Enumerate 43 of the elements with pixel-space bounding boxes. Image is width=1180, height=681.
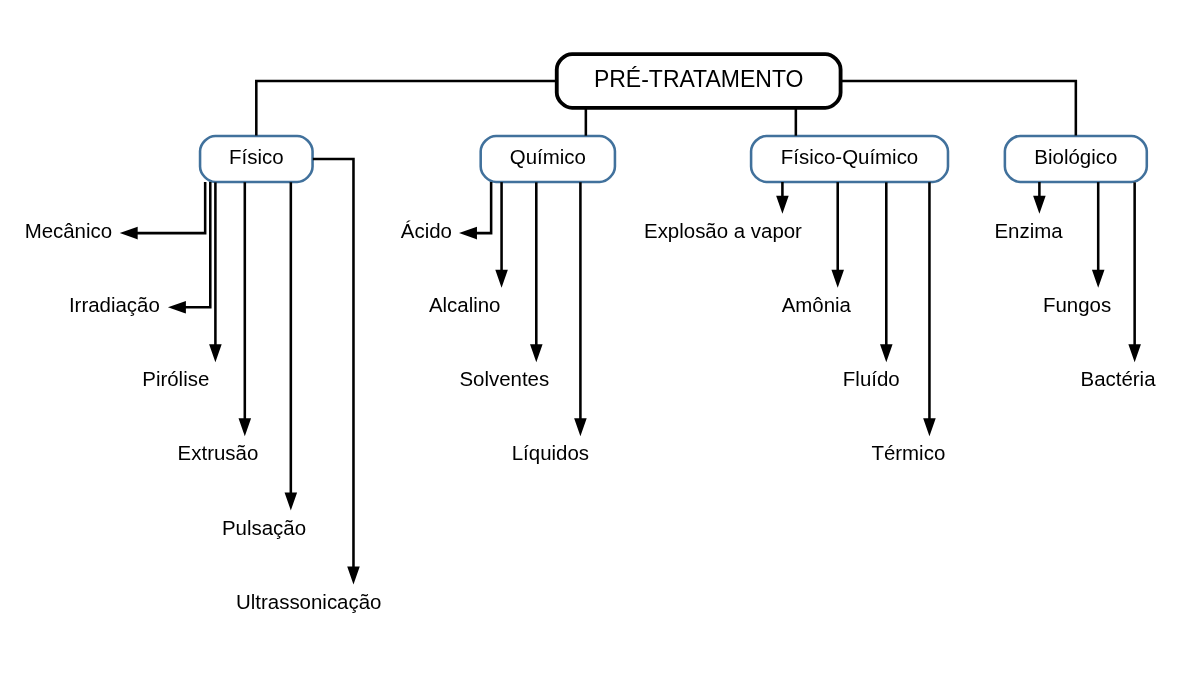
node-text: Extrusão [177, 441, 259, 465]
connector [255, 79, 557, 136]
arrow [119, 182, 207, 240]
arrow [574, 182, 587, 437]
arrow [459, 182, 493, 240]
arrow [495, 182, 508, 288]
arrow [1033, 182, 1046, 214]
node-text: Fluído [842, 367, 900, 391]
node-text: Ácido [400, 218, 452, 242]
arrow [1091, 182, 1105, 288]
node-box: Físico [198, 134, 314, 184]
node-text: Pirólise [142, 367, 210, 391]
node-text: Irradiação [68, 293, 160, 317]
node-text: Mecânico [24, 218, 113, 242]
arrow [1128, 182, 1141, 363]
node-box: Físico-Químico [749, 134, 950, 184]
node-text: Bactéria [1080, 367, 1156, 391]
node-text: Ultrassonicação [236, 589, 382, 613]
arrow [167, 182, 212, 314]
node-text: Enzima [994, 218, 1063, 242]
connector [840, 79, 1078, 136]
arrow [238, 182, 252, 437]
arrow [831, 182, 844, 288]
connector [794, 108, 798, 136]
node-text: Térmico [871, 441, 946, 465]
arrow [776, 182, 789, 214]
node-text: Explosão a vapor [644, 218, 802, 242]
node-box: PRÉ-TRATAMENTO [554, 52, 843, 110]
node-text: Pulsação [221, 515, 307, 539]
arrow [209, 182, 222, 363]
arrow [284, 182, 298, 511]
node-box: Biológico [1003, 134, 1149, 184]
arrow [312, 157, 360, 585]
arrow [880, 182, 893, 363]
node-text: Alcalino [428, 293, 501, 317]
arrow [923, 182, 936, 437]
node-box: Químico [479, 134, 617, 184]
node-text: Líquidos [511, 441, 590, 465]
node-text: Solventes [459, 367, 550, 391]
node-text: Amônia [781, 293, 851, 317]
connector [584, 108, 588, 136]
arrow [530, 182, 543, 363]
node-text: Fungos [1043, 293, 1112, 317]
